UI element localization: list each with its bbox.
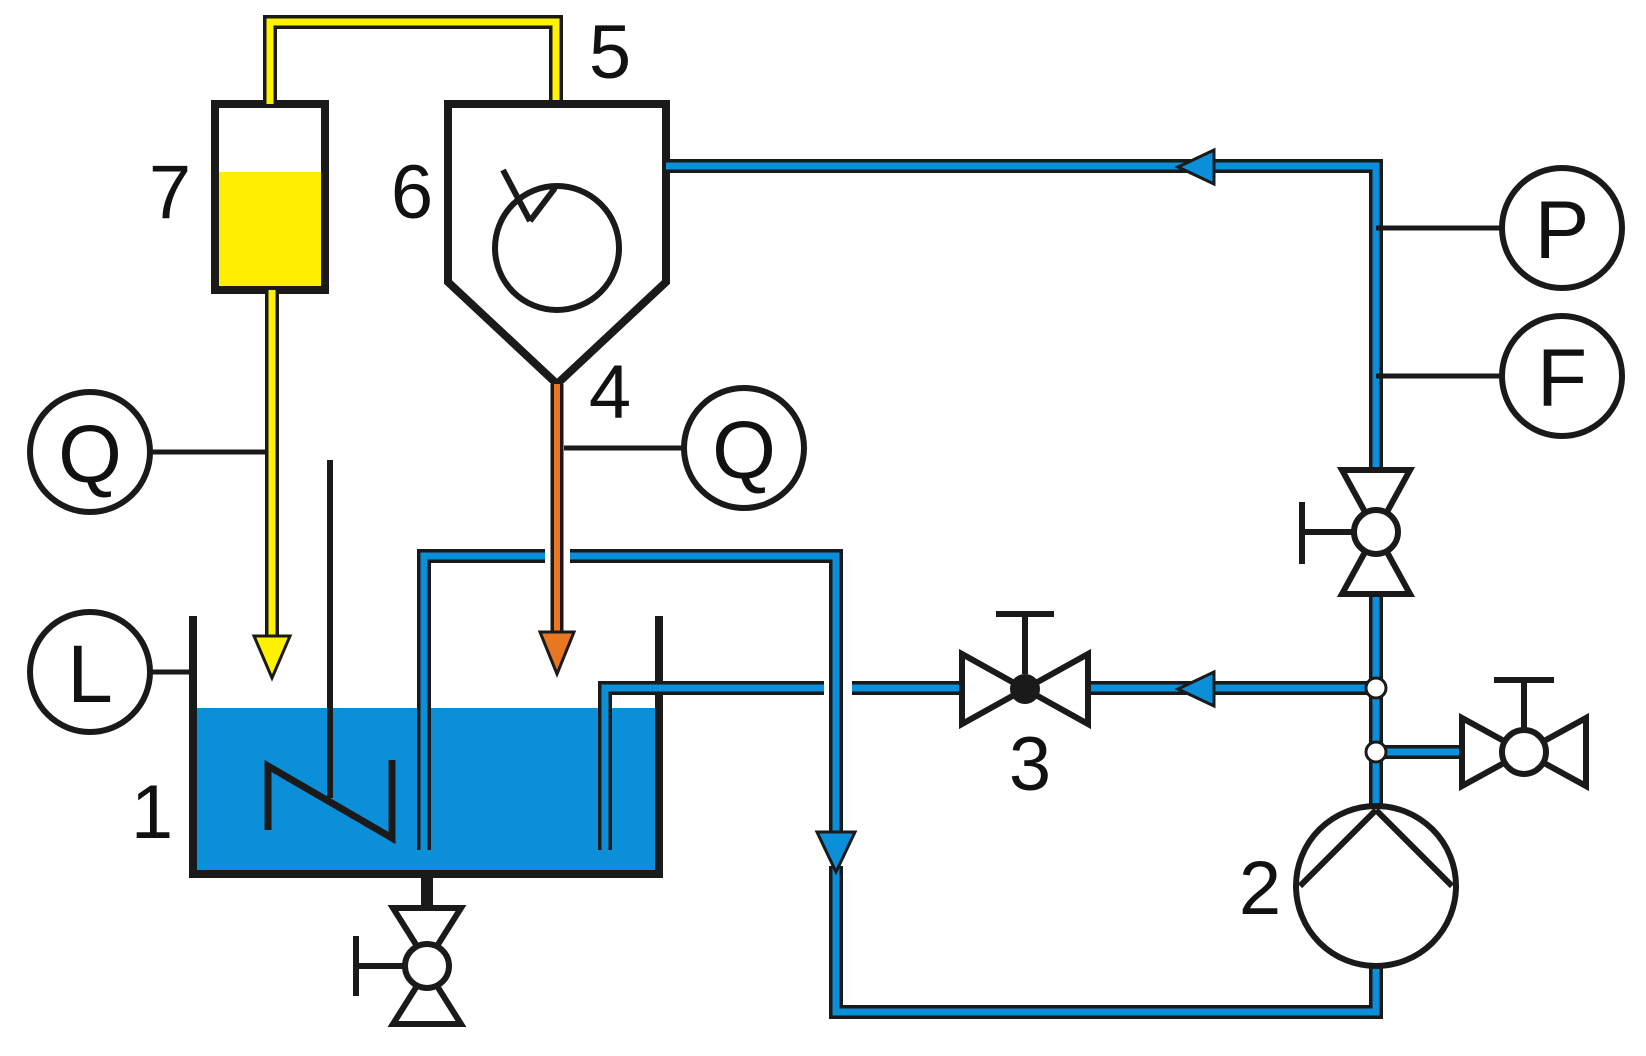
- quality-left-label: Q: [58, 409, 122, 500]
- return-arrow-top: [1174, 147, 1216, 187]
- product-flow-arrow: [537, 630, 577, 678]
- tank-1: [150, 460, 663, 910]
- label-separator: 6: [391, 150, 433, 235]
- bypass-hand-valve-icon: [1459, 677, 1589, 792]
- level-label: L: [67, 629, 113, 720]
- globe-control-valve-icon: [959, 611, 1091, 730]
- flow-label: F: [1537, 333, 1587, 424]
- junction-upper: [1364, 676, 1388, 700]
- label-control-valve: 3: [1009, 722, 1051, 807]
- hand-valve-icon: [1299, 467, 1416, 597]
- quality-instrument-left: Q: [27, 389, 265, 515]
- reagent-feed-line: [251, 290, 293, 682]
- pressure-label: P: [1535, 185, 1590, 276]
- water-circuit: [417, 147, 1462, 1019]
- mixer-icon: [264, 460, 396, 845]
- level-instrument: L: [27, 609, 153, 735]
- flow-arrow-mid: [1174, 669, 1216, 709]
- reservoir-7: [211, 100, 329, 294]
- quality-right-label: Q: [712, 405, 776, 496]
- separator-6: [444, 100, 670, 390]
- junction-lower: [1364, 740, 1388, 764]
- label-outlet: 4: [589, 350, 631, 435]
- reagent-line-top: [263, 15, 563, 104]
- flow-arrow-down: [814, 830, 858, 876]
- label-pump: 2: [1239, 846, 1281, 931]
- label-tank: 1: [131, 770, 173, 855]
- reagent-flow-arrow: [251, 634, 293, 682]
- label-top: 5: [589, 10, 631, 95]
- separator-rotor: [492, 183, 622, 313]
- product-line: [537, 384, 577, 678]
- drain-hand-valve-icon: [353, 905, 467, 1027]
- centrifugal-pump-icon: [1293, 803, 1459, 969]
- separator-body: [444, 100, 670, 390]
- flow-instrument: F: [1376, 313, 1625, 439]
- label-reservoir: 7: [149, 150, 191, 235]
- reservoir-liquid: [215, 172, 325, 290]
- pressure-instrument: P: [1376, 165, 1625, 291]
- quality-instrument-right: Q: [564, 385, 807, 511]
